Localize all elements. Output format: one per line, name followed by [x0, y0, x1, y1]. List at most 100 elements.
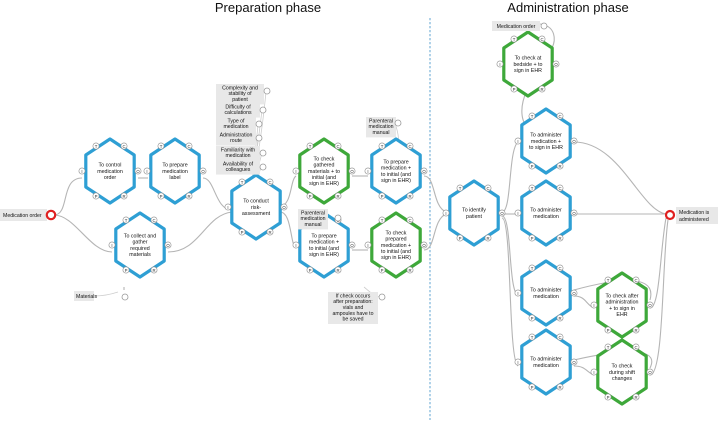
factor-box — [216, 117, 256, 132]
aspect-dot-icon — [378, 142, 386, 150]
aspect-letter: O — [554, 62, 558, 67]
aspect-letter: R — [408, 268, 411, 273]
factor-label-line: manual — [304, 222, 321, 228]
aspect-letter: I — [227, 205, 228, 210]
phase-title-preparation: Preparation phase — [215, 0, 321, 15]
aspect-letter: T — [513, 37, 516, 42]
aspect-letter: R — [540, 87, 543, 92]
hex-label-line: To prepare — [162, 163, 187, 169]
aspect-dot-icon — [306, 142, 314, 150]
aspect-dot-icon — [528, 162, 536, 170]
hex-label-line: To administer — [530, 208, 562, 214]
aspect-letter: T — [531, 186, 534, 191]
hex-label-line: sign in EHR) — [381, 255, 411, 261]
hex-shape — [114, 211, 166, 279]
aspect-dot-icon — [484, 184, 492, 192]
aspect-dot-icon — [334, 192, 342, 200]
aspect-letter: I — [445, 211, 446, 216]
aspect-dot-icon — [528, 264, 536, 272]
aspect-dot-icon — [632, 343, 640, 351]
aspect-dot-icon — [292, 167, 300, 175]
hex-label-line: To control — [99, 163, 122, 169]
aspect-letter: P — [381, 268, 384, 273]
factor-label-line: ampoules have to — [333, 311, 374, 317]
aspect-dot-icon — [496, 60, 504, 68]
aspect-letter: R — [486, 236, 489, 241]
aspect-letter: P — [531, 385, 534, 390]
start-marker-icon — [45, 209, 57, 221]
hex-label-line: administration — [606, 300, 639, 306]
administered-label-line-2: administered — [679, 217, 709, 223]
end-marker-icon — [664, 209, 676, 221]
aspect-dot-icon — [364, 241, 372, 249]
factor-box — [328, 292, 378, 324]
aspect-letter: I — [517, 291, 518, 296]
aspect-letter: O — [422, 243, 426, 248]
aspect-dot-icon — [570, 209, 578, 217]
aspect-dot-icon — [590, 301, 598, 309]
factor-box — [216, 146, 260, 161]
hex-label-line: changes — [612, 376, 632, 382]
factor-label-line: medication — [368, 124, 393, 130]
aspect-letter: O — [500, 211, 504, 216]
aspect-dot-icon — [456, 184, 464, 192]
aspect-dot-icon — [556, 264, 564, 272]
aspect-letter: P — [160, 194, 163, 199]
aspect-letter: R — [268, 230, 271, 235]
aspect-letter: R — [408, 194, 411, 199]
aspect-letter: P — [607, 328, 610, 333]
hex-label-line: materials — [129, 252, 151, 258]
hex-shape — [596, 271, 648, 339]
hex-shape — [370, 211, 422, 279]
aspect-dot-icon — [238, 178, 246, 186]
materials-node: Materials — [74, 291, 129, 301]
aspect-dot-icon — [420, 167, 428, 175]
aspect-letter: C — [122, 144, 125, 149]
aspect-dot-icon — [306, 192, 314, 200]
hex-label-line: prepared — [385, 237, 406, 243]
materials-box — [74, 291, 94, 301]
hex-label-line: assessment — [242, 211, 271, 217]
factor-box — [216, 160, 260, 175]
hex-label-line: To identify — [462, 208, 486, 214]
factor-box — [216, 84, 264, 105]
aspect-dot-icon — [420, 241, 428, 249]
aspect-letter: T — [95, 144, 98, 149]
aspect-letter: C — [558, 266, 561, 271]
aspect-letter: C — [152, 218, 155, 223]
aspect-dot-icon — [378, 266, 386, 274]
aspect-letter: I — [146, 169, 147, 174]
factor-label-line: Parenteral — [369, 118, 393, 124]
factor-dot-icon — [394, 119, 402, 127]
factor-dot-icon — [259, 163, 267, 171]
aspect-letter: T — [531, 266, 534, 271]
hex-label-line: risk- — [251, 205, 261, 211]
aspect-dot-icon — [348, 241, 356, 249]
aspect-letter: O — [201, 169, 205, 174]
aspect-letter: T — [531, 335, 534, 340]
aspect-dot-icon — [334, 142, 342, 150]
hex-label-line: To check at — [515, 56, 542, 62]
aspect-letter: C — [408, 144, 411, 149]
hex-label-line: sign in EHR) — [309, 252, 339, 258]
aspect-dot-icon — [406, 266, 414, 274]
administered-box — [676, 207, 718, 224]
aspect-dot-icon — [528, 314, 536, 322]
aspect-letter: P — [309, 194, 312, 199]
hex-label-line: label — [169, 175, 180, 181]
hex-label-line: medication — [533, 363, 559, 369]
aspect-dot-icon — [528, 234, 536, 242]
aspect-dot-icon — [122, 216, 130, 224]
aspect-letter: C — [486, 186, 489, 191]
administered-label-line-1: Medication is — [679, 210, 710, 216]
aspect-letter: T — [125, 218, 128, 223]
hex-label-line: To prepare — [311, 234, 336, 240]
aspect-letter: O — [572, 360, 576, 365]
